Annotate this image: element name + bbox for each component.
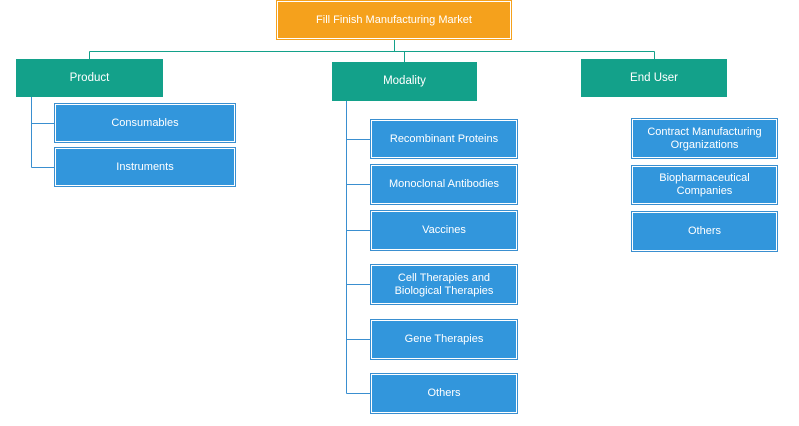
leaf-biopharmaceutical-companies: Biopharmaceutical Companies [632, 166, 777, 204]
category-product: Product [16, 59, 163, 97]
leaf-label: Vaccines [422, 224, 466, 236]
leaf-label: Others [427, 387, 461, 399]
leaf-contract-manufacturing: Contract Manufacturing Organizations [632, 119, 777, 158]
root-node: Fill Finish Manufacturing Market [277, 1, 511, 39]
leaf-instruments: Instruments [55, 148, 235, 186]
category-label: Product [69, 71, 110, 84]
leaf-recombinant-proteins: Recombinant Proteins [371, 120, 517, 158]
leaf-label: Cell Therapies and Biological Therapies [394, 271, 494, 297]
leaf-gene-therapies: Gene Therapies [371, 320, 517, 359]
leaf-monoclonal-antibodies: Monoclonal Antibodies [371, 165, 517, 204]
leaf-vaccines: Vaccines [371, 211, 517, 250]
category-label: End User [630, 71, 678, 84]
leaf-label: Consumables [111, 116, 179, 129]
leaf-end-user-others: Others [632, 212, 777, 251]
root-label: Fill Finish Manufacturing Market [316, 13, 472, 26]
leaf-label: Contract Manufacturing Organizations [647, 125, 762, 151]
leaf-label: Biopharmaceutical Companies [659, 172, 750, 197]
category-modality: Modality [332, 62, 477, 101]
category-label: Modality [383, 75, 426, 87]
leaf-label: Gene Therapies [404, 333, 484, 345]
leaf-label: Others [687, 225, 721, 237]
leaf-label: Instruments [116, 160, 174, 173]
category-end-user: End User [581, 59, 727, 97]
leaf-modality-others: Others [371, 374, 517, 413]
leaf-cell-therapies: Cell Therapies and Biological Therapies [371, 265, 517, 304]
leaf-consumables: Consumables [55, 104, 235, 142]
leaf-label: Monoclonal Antibodies [388, 178, 500, 190]
leaf-label: Recombinant Proteins [389, 132, 499, 145]
